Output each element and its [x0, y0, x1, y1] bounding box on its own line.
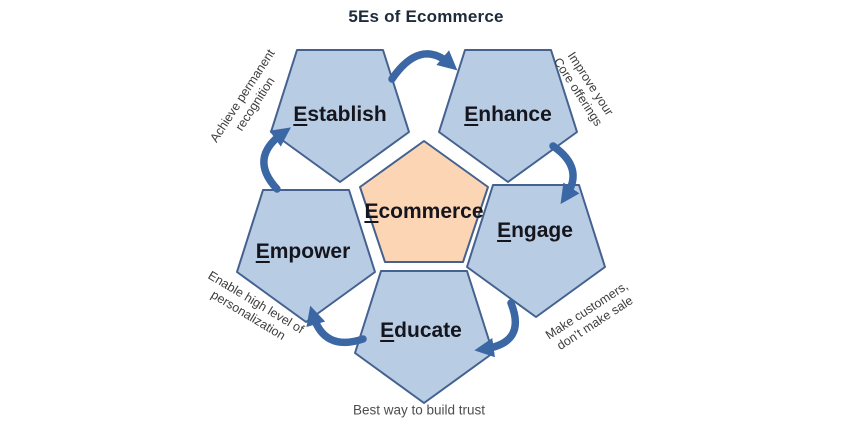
arrow-enhance-to-engage — [549, 142, 580, 205]
label-empower-rest: mpower — [269, 240, 351, 263]
pentagon-engage — [466, 184, 606, 318]
label-engage: Engage — [497, 219, 573, 243]
pentagon-empower — [236, 189, 376, 323]
label-ecommerce-initial: E — [364, 200, 379, 223]
label-ecommerce: Ecommerce — [364, 200, 483, 224]
label-educate: Educate — [380, 319, 462, 343]
arrow-engage-to-educate — [474, 299, 519, 358]
label-educate-rest: ducate — [394, 319, 462, 342]
label-establish-rest: stablish — [307, 103, 387, 126]
annotation-educate-caption: Best way to build trust — [352, 402, 486, 418]
label-enhance-initial: E — [464, 103, 479, 126]
label-ecommerce-rest: commerce — [378, 200, 484, 223]
page-title: 5Es of Ecommerce — [348, 7, 504, 26]
label-empower: Empower — [256, 240, 351, 264]
label-empower-initial: E — [255, 240, 270, 263]
label-enhance: Enhance — [464, 103, 552, 127]
label-establish-initial: E — [293, 103, 308, 126]
arrow-educate-to-empower — [306, 305, 367, 347]
label-engage-rest: ngage — [511, 219, 573, 242]
arrow-empower-to-establish — [260, 127, 291, 193]
label-establish: Establish — [293, 103, 386, 127]
pentagon-establish — [270, 49, 410, 183]
label-engage-initial: E — [497, 219, 512, 242]
pentagon-ecommerce-center — [359, 140, 489, 263]
pentagon-enhance — [438, 49, 578, 183]
arrow-establish-to-enhance — [388, 50, 458, 83]
label-enhance-rest: nhance — [478, 103, 552, 126]
label-educate-initial: E — [380, 319, 395, 342]
